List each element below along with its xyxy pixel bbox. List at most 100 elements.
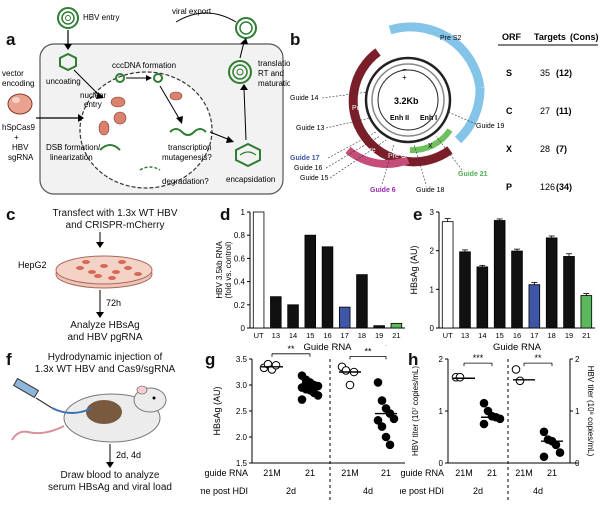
label-guide-18: Guide 18: [416, 187, 445, 194]
group-label: 21: [381, 468, 391, 478]
data-point: [377, 422, 387, 431]
group-label: 21M: [455, 468, 473, 478]
panel-f-diagram: 2d, 4d: [11, 378, 167, 468]
y-tick-label: 1: [430, 285, 435, 294]
data-point: [539, 427, 549, 437]
sig-label: **: [534, 353, 542, 363]
y-tick-label-right: 1: [575, 407, 580, 416]
y-axis-label: HBsAg (AU): [212, 386, 222, 435]
label-maturation: maturation: [258, 79, 290, 88]
y-axis-label-left: HBV titer (10⁷ copies/mL): [411, 366, 420, 456]
label-hspcas9: hSpCas9: [2, 123, 35, 132]
x-tick-label: UT: [254, 331, 264, 340]
y-axis-label-2: (fold vs. control): [224, 241, 233, 298]
bar-18: [356, 274, 368, 329]
label-pre-s1: Pre S1: [422, 39, 444, 46]
x-tick-label: 21: [392, 331, 400, 340]
y-tick-label: 3.0: [236, 381, 248, 390]
label-encapsidation: encapsidation: [226, 175, 275, 184]
x-tick-label: 13: [461, 331, 469, 340]
arc-core: [345, 146, 410, 168]
x-tick-label: 17: [530, 331, 538, 340]
label-hbv: HBV: [12, 143, 29, 152]
data-point: [345, 380, 355, 390]
chart-g: 1.52.02.53.03.521M2121M212d4d*******HBsA…: [200, 345, 405, 503]
y-tick-label: 1.5: [236, 459, 248, 468]
orf-name: P: [506, 182, 512, 192]
label-mutagenesis: mutagenesis?: [162, 153, 212, 162]
bar-17: [338, 306, 351, 329]
orf-name: S: [506, 68, 512, 78]
data-point: [381, 432, 391, 442]
x-tick-label: 19: [375, 331, 383, 340]
row-label-guide: guide RNA: [204, 468, 248, 478]
orf-targets: 35: [540, 68, 550, 78]
bar-UT: [441, 221, 454, 329]
label-viral-export: viral export: [172, 7, 212, 16]
y-tick-label-right: 0: [575, 459, 580, 468]
label-dsb-2: linearization: [50, 153, 93, 162]
mouse-icon: [11, 385, 167, 443]
y-tick-label: 2: [430, 247, 435, 256]
label-guide-17: Guide 17: [290, 155, 320, 162]
panel-label-f: f: [6, 350, 12, 369]
data-point: [539, 452, 549, 462]
liver-icon: [86, 400, 122, 424]
panel-c-line2: and CRISPR-mCherry: [65, 220, 165, 231]
label-guide-13: Guide 13: [296, 125, 325, 132]
virion-entry-icon: [57, 7, 79, 29]
bar-19: [563, 256, 575, 329]
y-axis-label-right: HBV titer (10⁸ copies/mL): [586, 366, 595, 457]
data-point: [373, 416, 383, 425]
label-encoding: encoding: [2, 79, 34, 88]
x-tick-label: 21: [582, 331, 590, 340]
bar-18: [545, 237, 558, 329]
x-tick-label: 14: [289, 331, 297, 340]
y-tick-label: 0: [241, 324, 246, 333]
label-guide-19: Guide 19: [476, 123, 505, 130]
x-tick-label: 14: [478, 331, 486, 340]
bar-14: [287, 304, 299, 329]
degraded-dna-icon: [139, 166, 161, 171]
group-label: 21: [487, 468, 497, 478]
data-point: [495, 414, 505, 424]
group-label: 21M: [263, 468, 281, 478]
x-tick-label: UT: [443, 331, 453, 340]
bar-15: [304, 234, 317, 329]
panel-label-c: c: [6, 205, 16, 224]
table-header-targets: Targets: [534, 32, 566, 42]
label-transcription: transcription: [168, 143, 212, 152]
time-label: 4d: [363, 486, 373, 496]
label-vector: vector: [2, 69, 24, 78]
label-nuclear: nuclear: [80, 91, 107, 100]
y-axis-label: HBsAg (AU): [409, 245, 419, 294]
data-point: [385, 440, 395, 450]
label-uncoating: uncoating: [46, 77, 81, 86]
bar-UT: [252, 211, 265, 329]
y-tick-label: 2: [439, 355, 444, 364]
data-point: [373, 378, 383, 387]
panel-label-d: d: [220, 205, 231, 224]
data-point: [479, 419, 489, 429]
group-label: 21M: [515, 468, 533, 478]
syringe-icon: [12, 378, 53, 409]
y-tick-label: 0: [430, 324, 435, 333]
data-point: [389, 414, 399, 424]
y-tick-label: 0.8: [234, 231, 246, 240]
x-tick-label: 15: [495, 331, 503, 340]
label-guide-16: Guide 16: [294, 165, 323, 172]
data-point: [271, 360, 281, 370]
label-enh1: Enh I: [420, 115, 437, 122]
label-guide-6: Guide 6: [370, 187, 396, 194]
arc-pre-s: [388, 22, 485, 89]
linear-dna-icon: [99, 144, 121, 151]
group-label: 21M: [341, 468, 359, 478]
arc-pol: [348, 48, 453, 167]
x-tick-label: 16: [513, 331, 521, 340]
y-tick-label: 2.0: [236, 433, 248, 442]
orf-cons: (12): [556, 68, 572, 78]
panel-c-line1: Transfect with 1.3x WT HBV: [52, 208, 178, 219]
panel-c-diagram: HepG2 72h: [18, 232, 153, 318]
